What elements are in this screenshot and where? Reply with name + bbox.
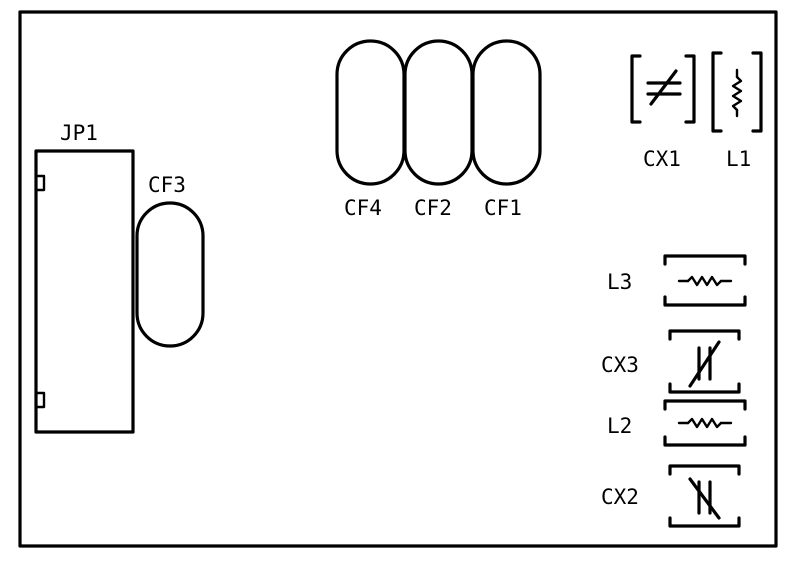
l2-inductor-symbol xyxy=(663,399,747,447)
l3-inductor-symbol xyxy=(663,254,747,307)
cf4-label: CF4 xyxy=(344,196,382,220)
jp1-pin-marker-bottom xyxy=(34,391,46,409)
jp1-connector xyxy=(34,149,135,434)
cx1-label: CX1 xyxy=(643,147,681,171)
cx1-trimmer-symbol xyxy=(630,54,696,124)
cf4-oval xyxy=(335,39,406,186)
l3-label: L3 xyxy=(607,270,632,294)
jp1-label: JP1 xyxy=(60,121,98,145)
l2-label: L2 xyxy=(607,414,632,438)
cf3-label: CF3 xyxy=(148,173,186,197)
board-outline xyxy=(18,10,778,548)
cf3-oval xyxy=(135,201,205,348)
cx2-label: CX2 xyxy=(601,485,639,509)
cx3-label: CX3 xyxy=(601,353,639,377)
l1-inductor-symbol xyxy=(711,51,763,133)
jp1-pin-marker-top xyxy=(34,174,46,192)
cf1-oval xyxy=(471,39,542,186)
cf2-label: CF2 xyxy=(414,196,452,220)
cx3-trimmer-symbol xyxy=(668,329,741,394)
cf1-label: CF1 xyxy=(484,196,522,220)
l1-label: L1 xyxy=(726,147,751,171)
cx2-trimmer-symbol xyxy=(668,464,741,528)
cf2-oval xyxy=(403,39,474,186)
